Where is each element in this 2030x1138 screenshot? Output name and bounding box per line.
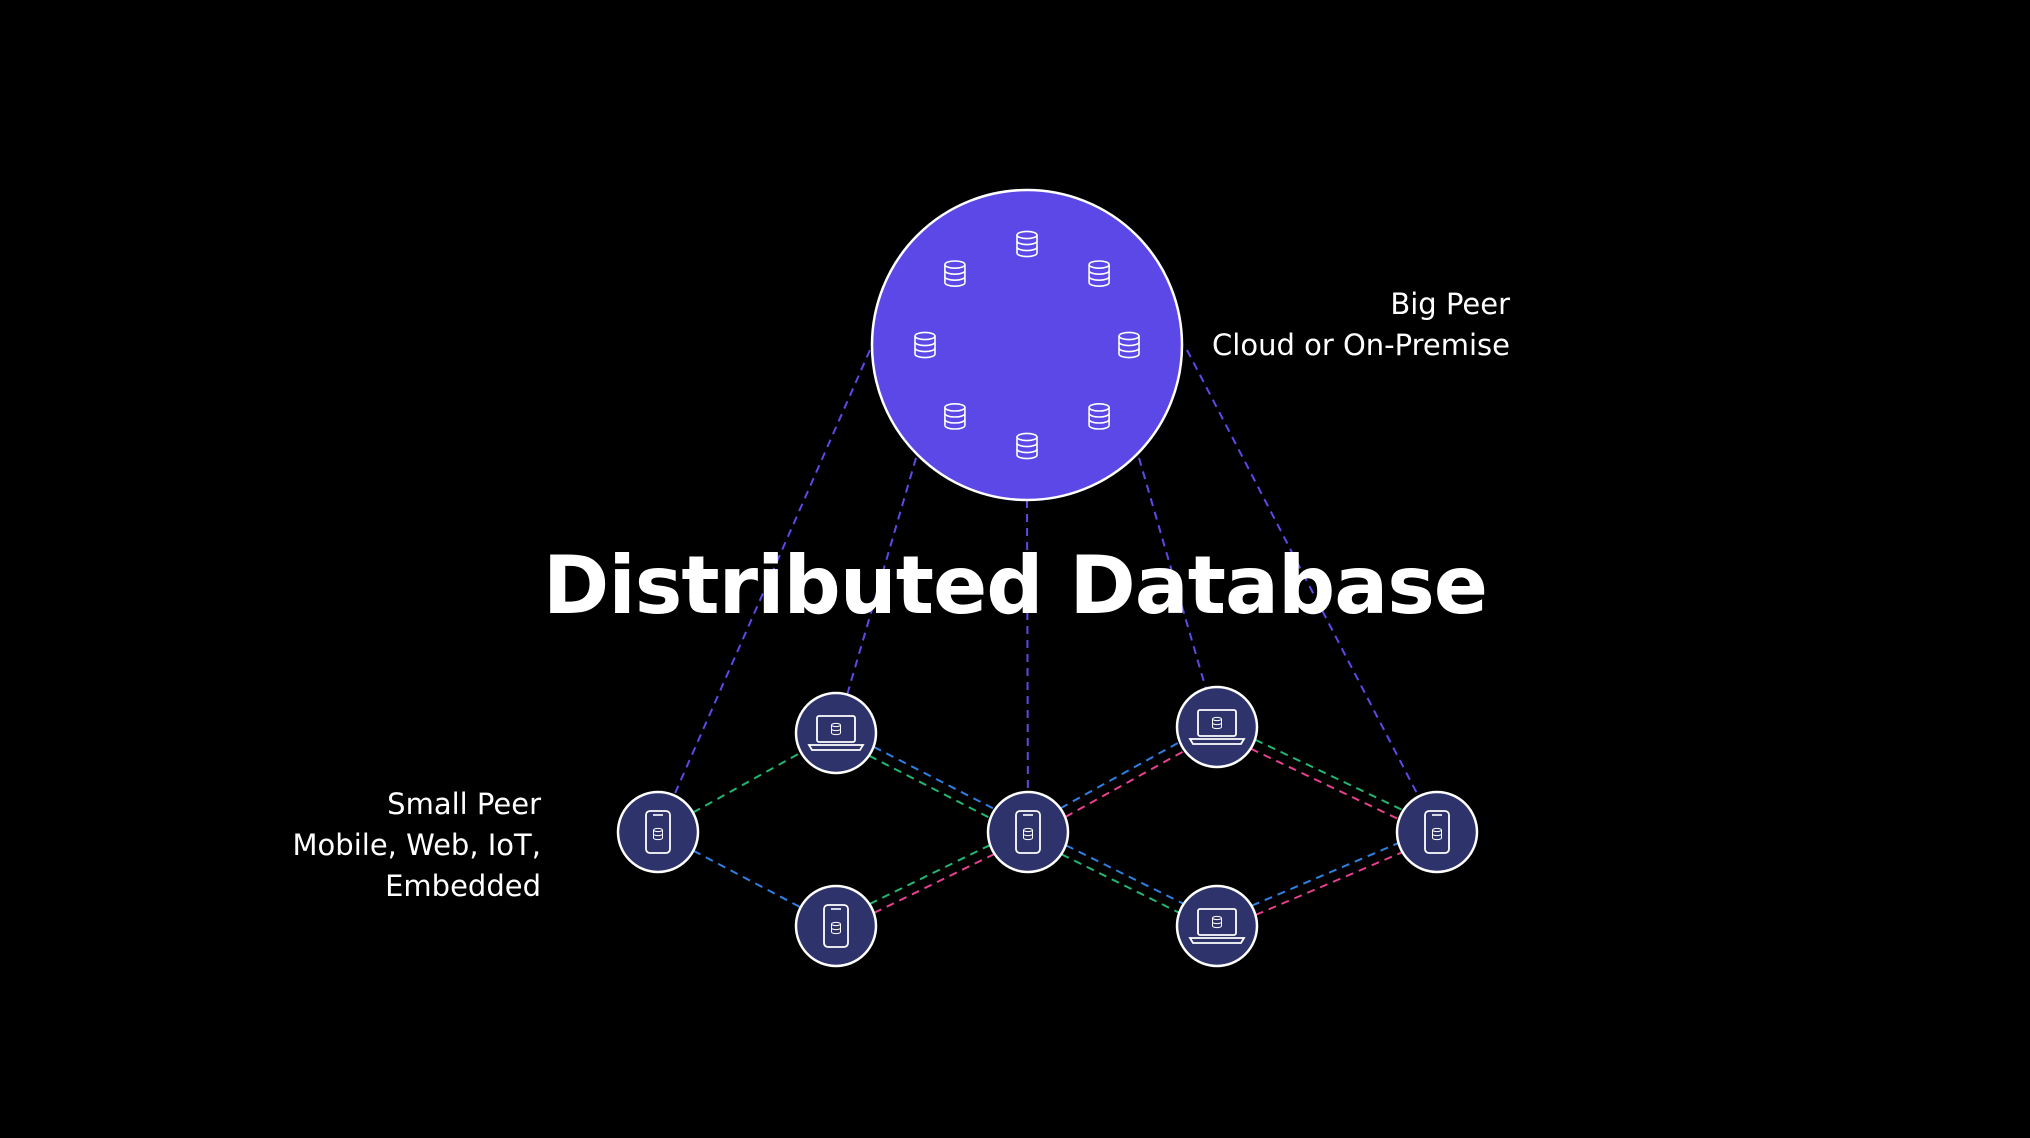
- small-peer-title: Small Peer: [387, 787, 541, 821]
- mesh-link-p3-l3-blue: [1065, 844, 1184, 905]
- cloud-link-l2: [1138, 457, 1207, 689]
- small-peer-subtitle-line1: Mobile, Web, IoT,: [292, 828, 541, 862]
- mesh-link-p3-l2-blue: [1060, 741, 1181, 810]
- big-peer-node: [870, 188, 1184, 502]
- big-peer-label: Big Peer Cloud or On-Premise: [1212, 284, 1510, 366]
- small-peer-label: Small Peer Mobile, Web, IoT, Embedded: [293, 784, 541, 907]
- mesh-link-p2-p3-green: [869, 844, 991, 905]
- small-peer-subtitle-line2: Embedded: [385, 869, 541, 903]
- mesh-link-l3-p4-blue: [1251, 842, 1399, 907]
- big-peer-subtitle: Cloud or On-Premise: [1212, 328, 1510, 362]
- mesh-link-p1-p2-blue: [692, 849, 802, 909]
- mesh-link-p3-l2-pink: [1064, 749, 1185, 818]
- cloud-link-p1: [673, 349, 871, 796]
- small-peer-node-l1: [794, 691, 878, 775]
- page-title: Distributed Database: [542, 539, 1488, 632]
- small-peer-node-p3: [986, 790, 1070, 874]
- mesh-link-l2-p4-pink: [1250, 747, 1400, 821]
- mesh-link-l1-p3-green: [868, 754, 991, 820]
- small-peer-circle: [794, 691, 878, 775]
- mesh-link-l1-p3-blue: [873, 745, 996, 811]
- small-peer-node-l2: [1175, 685, 1259, 769]
- mesh-link-l2-p4-green: [1254, 738, 1404, 812]
- small-peer-circle: [1175, 884, 1259, 968]
- mesh-link-l3-p4-pink: [1255, 851, 1403, 916]
- mesh-link-p1-l1-green: [692, 751, 802, 814]
- small-peer-node-l3: [1175, 884, 1259, 968]
- peer-links: [673, 349, 1420, 916]
- mesh-link-p2-p3-pink: [873, 853, 995, 914]
- peer-nodes: [616, 188, 1479, 968]
- cloud-link-p3: [1026, 499, 1029, 793]
- mesh-link-p3-l3-green: [1061, 853, 1180, 914]
- small-peer-node-p2: [794, 884, 878, 968]
- small-peer-node-p1: [616, 790, 700, 874]
- small-peer-node-p4: [1395, 790, 1479, 874]
- big-peer-title: Big Peer: [1390, 287, 1510, 321]
- small-peer-circle: [1175, 685, 1259, 769]
